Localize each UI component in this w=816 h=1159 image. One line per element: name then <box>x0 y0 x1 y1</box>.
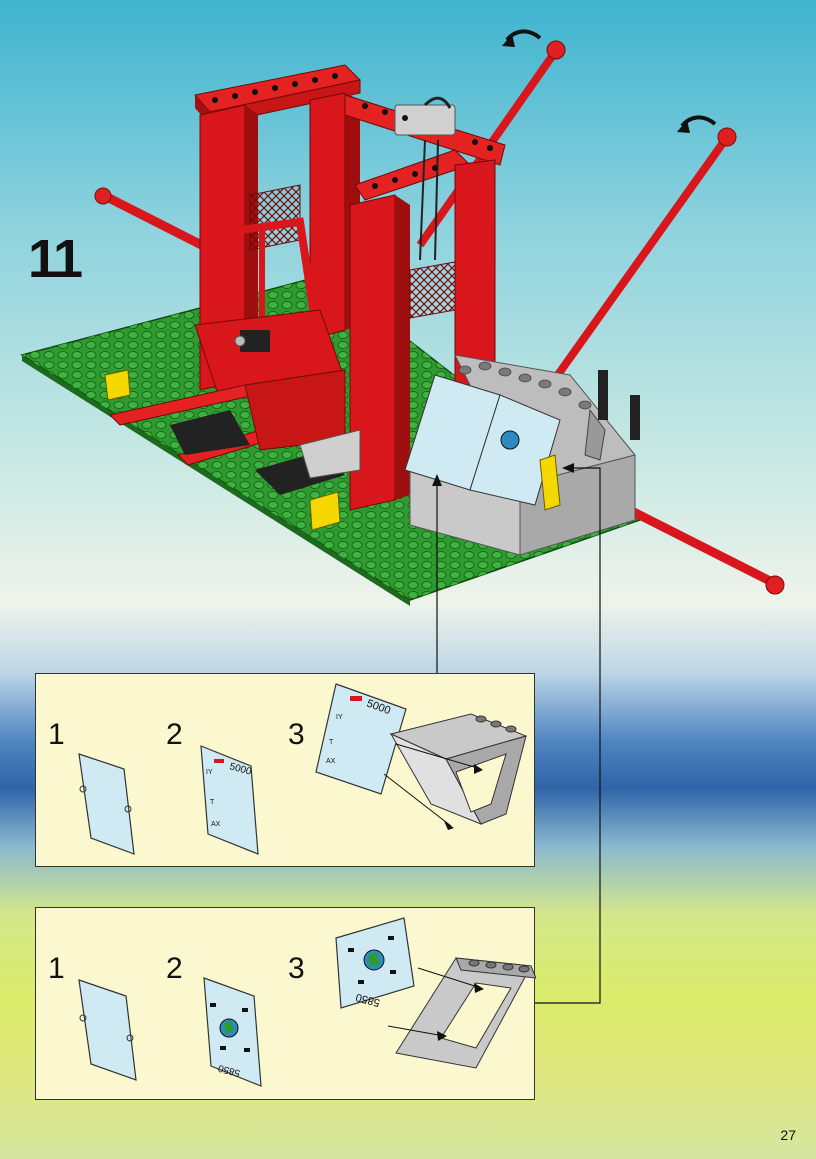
window-frame <box>387 957 536 1069</box>
yellow-blocks <box>104 369 341 531</box>
window-label-iy: IY <box>206 769 213 776</box>
window-label-t: T <box>210 799 215 806</box>
sub-step-number: 3 <box>288 718 305 751</box>
panel-2-illustration: 5850 5850 <box>78 917 536 1087</box>
window-label-ax: AX <box>326 758 336 765</box>
control-building <box>404 354 640 556</box>
main-model-illustration <box>20 29 785 606</box>
earth-print-glass-pane-tilted: 5850 <box>335 917 415 1009</box>
printed-glass-pane-tilted: 5000 IY T AX <box>315 683 407 795</box>
subassembly-panel-2: 1 2 3 5850 5850 <box>35 907 536 1100</box>
glass-pane <box>78 753 135 855</box>
tower-frame <box>194 64 506 511</box>
window-label-ax: AX <box>211 821 221 828</box>
glass-pane <box>78 979 137 1081</box>
window-label-iy: IY <box>336 714 343 721</box>
panel-1-illustration: 5000 IY T AX 5000 IY T AX <box>78 683 528 855</box>
sub-step-number: 2 <box>166 718 183 751</box>
forklift-carriage <box>109 309 361 495</box>
sub-step-number: 1 <box>48 952 65 985</box>
subassembly-panel-1: 1 2 3 5000 IY T AX 5000 IY T AX <box>35 673 535 867</box>
sub-step-number: 2 <box>166 952 183 985</box>
earth-print-glass-pane: 5850 <box>203 977 262 1087</box>
printed-glass-pane: 5000 IY T AX <box>200 745 259 855</box>
page-number: 27 <box>780 1127 796 1143</box>
sub-step-number: 1 <box>48 718 65 751</box>
sub-step-number: 3 <box>288 952 305 985</box>
window-label-t: T <box>329 739 334 746</box>
window-frame <box>383 713 528 830</box>
step-number: 11 <box>28 229 83 289</box>
